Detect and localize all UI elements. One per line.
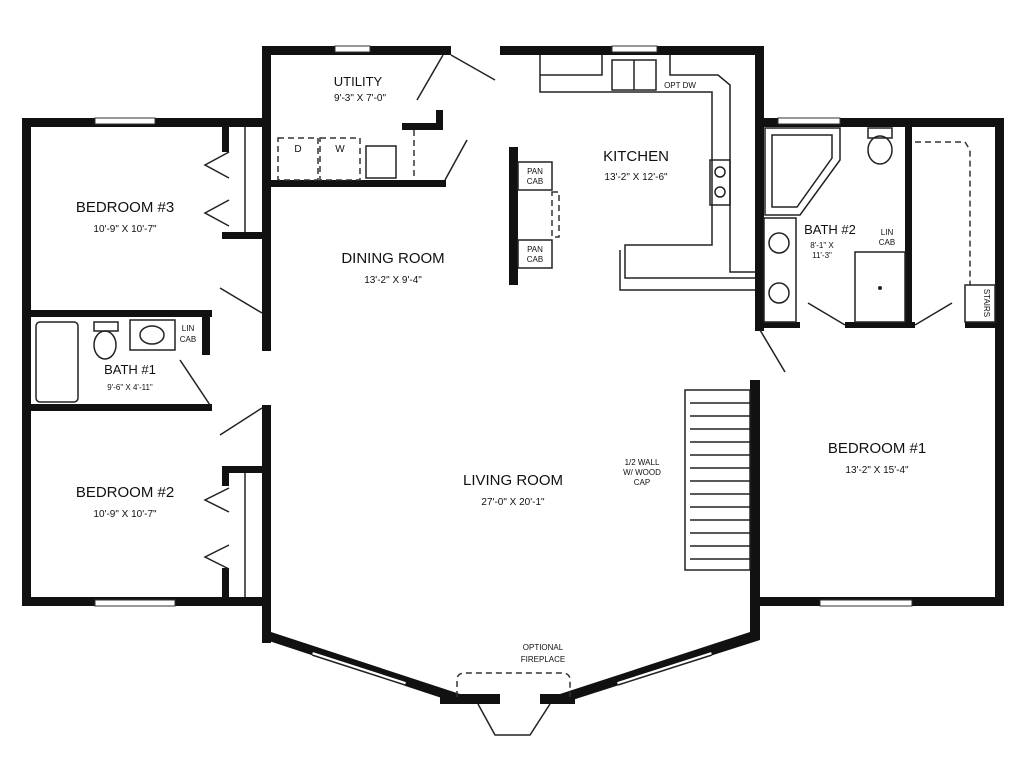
optional-fireplace bbox=[456, 672, 571, 736]
staircase bbox=[684, 389, 751, 571]
dryer-label: D bbox=[294, 144, 301, 155]
half-wall-label: 1/2 WALL bbox=[625, 458, 660, 467]
windows bbox=[94, 45, 913, 688]
dining-room-size: 13'-2" X 9'-4" bbox=[364, 275, 422, 286]
fireplace-label: FIREPLACE bbox=[521, 655, 565, 664]
kitchen-size: 13'-2" X 12'-6" bbox=[604, 172, 668, 183]
bath-1-label: BATH #1 bbox=[104, 362, 156, 377]
bath-1-fixtures: LIN CAB bbox=[35, 319, 196, 403]
range bbox=[709, 159, 731, 206]
lin-cab-label: LIN bbox=[881, 228, 894, 237]
lin-cab-label: LIN bbox=[182, 324, 195, 333]
bath-1-size: 9'-6" X 4'-11" bbox=[107, 383, 153, 392]
toilet bbox=[93, 330, 117, 360]
bath-2-size: 8'-1" X bbox=[810, 241, 834, 250]
fireplace-label: OPTIONAL bbox=[523, 643, 564, 652]
door-swings bbox=[179, 54, 953, 597]
bathtub bbox=[35, 321, 79, 403]
bedroom-2-label: BEDROOM #2 bbox=[76, 484, 174, 501]
bedroom-1-label: BEDROOM #1 bbox=[828, 440, 926, 457]
sink bbox=[768, 282, 790, 304]
pan-cab-label: CAB bbox=[527, 255, 543, 264]
lin-cab-label: CAB bbox=[879, 238, 895, 247]
corner-tub bbox=[764, 127, 841, 216]
dining-room-label: DINING ROOM bbox=[341, 250, 444, 267]
sink bbox=[129, 319, 176, 351]
pan-cab-label: PAN bbox=[527, 245, 543, 254]
bedroom-1-size: 13'-2" X 15'-4" bbox=[845, 465, 909, 476]
bedroom-3-size: 10'-9" X 10'-7" bbox=[93, 224, 157, 235]
half-wall-label: CAP bbox=[634, 478, 650, 487]
bath-2-fixtures: LIN CAB STAIRS bbox=[763, 127, 996, 323]
bedroom-3-label: BEDROOM #3 bbox=[76, 199, 174, 216]
shower bbox=[854, 251, 906, 323]
opt-dw-label: OPT DW bbox=[664, 81, 696, 90]
pan-cab-label: CAB bbox=[527, 177, 543, 186]
living-room-label: LIVING ROOM bbox=[463, 472, 563, 489]
laundry: D W bbox=[277, 130, 415, 181]
bedroom-2-size: 10'-9" X 10'-7" bbox=[93, 509, 157, 520]
toilet bbox=[867, 135, 893, 165]
utility-size: 9'-3" X 7'-0" bbox=[334, 93, 387, 104]
stairs-label: STAIRS bbox=[982, 289, 991, 317]
half-wall-label: W/ WOOD bbox=[623, 468, 661, 477]
kitchen-counters: OPT DW PAN CAB PAN CAB bbox=[517, 55, 755, 291]
kitchen-label: KITCHEN bbox=[603, 148, 669, 165]
utility-label: UTILITY bbox=[334, 74, 383, 89]
washer-label: W bbox=[335, 144, 345, 155]
bath-2-label: BATH #2 bbox=[804, 222, 856, 237]
sink bbox=[768, 232, 790, 254]
lin-cab-label: CAB bbox=[180, 335, 196, 344]
bath-2-size: 11'-3" bbox=[812, 251, 832, 260]
pan-cab-label: PAN bbox=[527, 167, 543, 176]
living-room-size: 27'-0" X 20'-1" bbox=[481, 497, 545, 508]
